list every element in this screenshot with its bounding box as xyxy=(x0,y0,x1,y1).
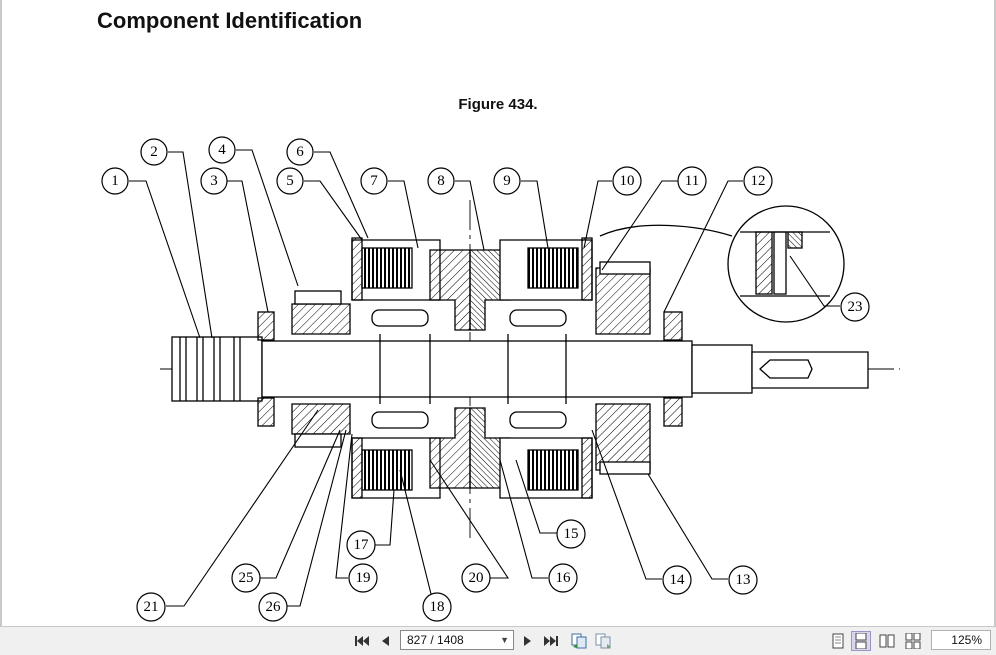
svg-text:10: 10 xyxy=(620,173,635,189)
svg-text:3: 3 xyxy=(210,173,218,189)
document-page: Component Identification Figure 434. xyxy=(0,0,996,626)
callout-15: 15 xyxy=(556,519,586,549)
first-page-icon[interactable] xyxy=(352,631,372,651)
page-indicator: 827 / 1408 xyxy=(407,633,464,647)
callout-13: 13 xyxy=(728,565,758,595)
page-number-field[interactable]: 827 / 1408 ▼ xyxy=(400,630,514,650)
callout-10: 10 xyxy=(612,166,642,196)
continuous-view-icon[interactable] xyxy=(851,631,871,651)
next-page-icon[interactable] xyxy=(518,631,538,651)
svg-text:17: 17 xyxy=(354,537,370,553)
callout-3: 3 xyxy=(200,167,228,195)
callout-2: 2 xyxy=(140,138,168,166)
callout-19: 19 xyxy=(348,563,378,593)
single-page-view-icon[interactable] xyxy=(828,631,848,651)
chevron-down-icon[interactable]: ▼ xyxy=(500,635,509,645)
two-page-continuous-view-icon[interactable] xyxy=(903,631,923,651)
callout-25: 25 xyxy=(231,563,261,593)
svg-text:18: 18 xyxy=(430,599,445,615)
svg-text:26: 26 xyxy=(266,599,282,615)
callout-6: 6 xyxy=(286,138,314,166)
svg-text:15: 15 xyxy=(564,526,579,542)
component-diagram: 1 2 3 4 5 6 7 8 9 10 11 12 13 14 15 16 1… xyxy=(101,136,900,622)
svg-text:4: 4 xyxy=(218,142,226,158)
svg-text:5: 5 xyxy=(286,173,294,189)
svg-text:8: 8 xyxy=(437,173,445,189)
svg-text:21: 21 xyxy=(144,599,159,615)
callout-12: 12 xyxy=(743,166,773,196)
go-forward-icon[interactable] xyxy=(594,631,614,651)
page-heading: Component Identification xyxy=(97,8,363,33)
svg-text:7: 7 xyxy=(370,173,378,189)
callout-26: 26 xyxy=(258,592,288,622)
callout-1: 1 xyxy=(101,167,129,195)
svg-text:9: 9 xyxy=(503,173,511,189)
last-page-icon[interactable] xyxy=(541,631,561,651)
callout-18: 18 xyxy=(422,592,452,622)
zoom-level-field[interactable]: 125% xyxy=(931,630,991,650)
shaft-assembly xyxy=(160,200,900,540)
svg-text:1: 1 xyxy=(111,173,119,189)
callout-21: 21 xyxy=(136,592,166,622)
svg-text:23: 23 xyxy=(848,299,863,315)
svg-text:16: 16 xyxy=(556,570,572,586)
callout-14: 14 xyxy=(662,565,692,595)
callout-23: 23 xyxy=(840,292,870,322)
callout-9: 9 xyxy=(493,167,521,195)
callout-4: 4 xyxy=(208,136,236,164)
svg-text:20: 20 xyxy=(469,570,484,586)
pdf-viewer-toolbar: 827 / 1408 ▼ 125% xyxy=(0,626,996,655)
callout-5: 5 xyxy=(276,167,304,195)
two-page-view-icon[interactable] xyxy=(877,631,897,651)
page-left-edge xyxy=(0,0,2,626)
previous-page-icon[interactable] xyxy=(375,631,395,651)
svg-text:6: 6 xyxy=(296,144,304,160)
svg-text:2: 2 xyxy=(150,144,158,160)
leader-lines xyxy=(129,149,840,607)
callout-8: 8 xyxy=(427,167,455,195)
callout-7: 7 xyxy=(360,167,388,195)
page-right-edge xyxy=(994,0,996,626)
callout-labels: 1 2 3 4 5 6 7 8 9 10 11 12 13 14 15 16 1… xyxy=(101,136,870,622)
svg-text:12: 12 xyxy=(751,173,766,189)
go-back-icon[interactable] xyxy=(570,631,590,651)
zoom-level: 125% xyxy=(951,633,982,647)
callout-16: 16 xyxy=(548,563,578,593)
callout-20: 20 xyxy=(461,563,491,593)
svg-text:13: 13 xyxy=(736,572,751,588)
svg-text:25: 25 xyxy=(239,570,254,586)
callout-17: 17 xyxy=(346,530,376,560)
figure-caption: Figure 434. xyxy=(458,96,538,113)
svg-text:11: 11 xyxy=(685,173,699,189)
svg-text:14: 14 xyxy=(670,572,686,588)
callout-11: 11 xyxy=(677,166,707,196)
svg-text:19: 19 xyxy=(356,570,371,586)
